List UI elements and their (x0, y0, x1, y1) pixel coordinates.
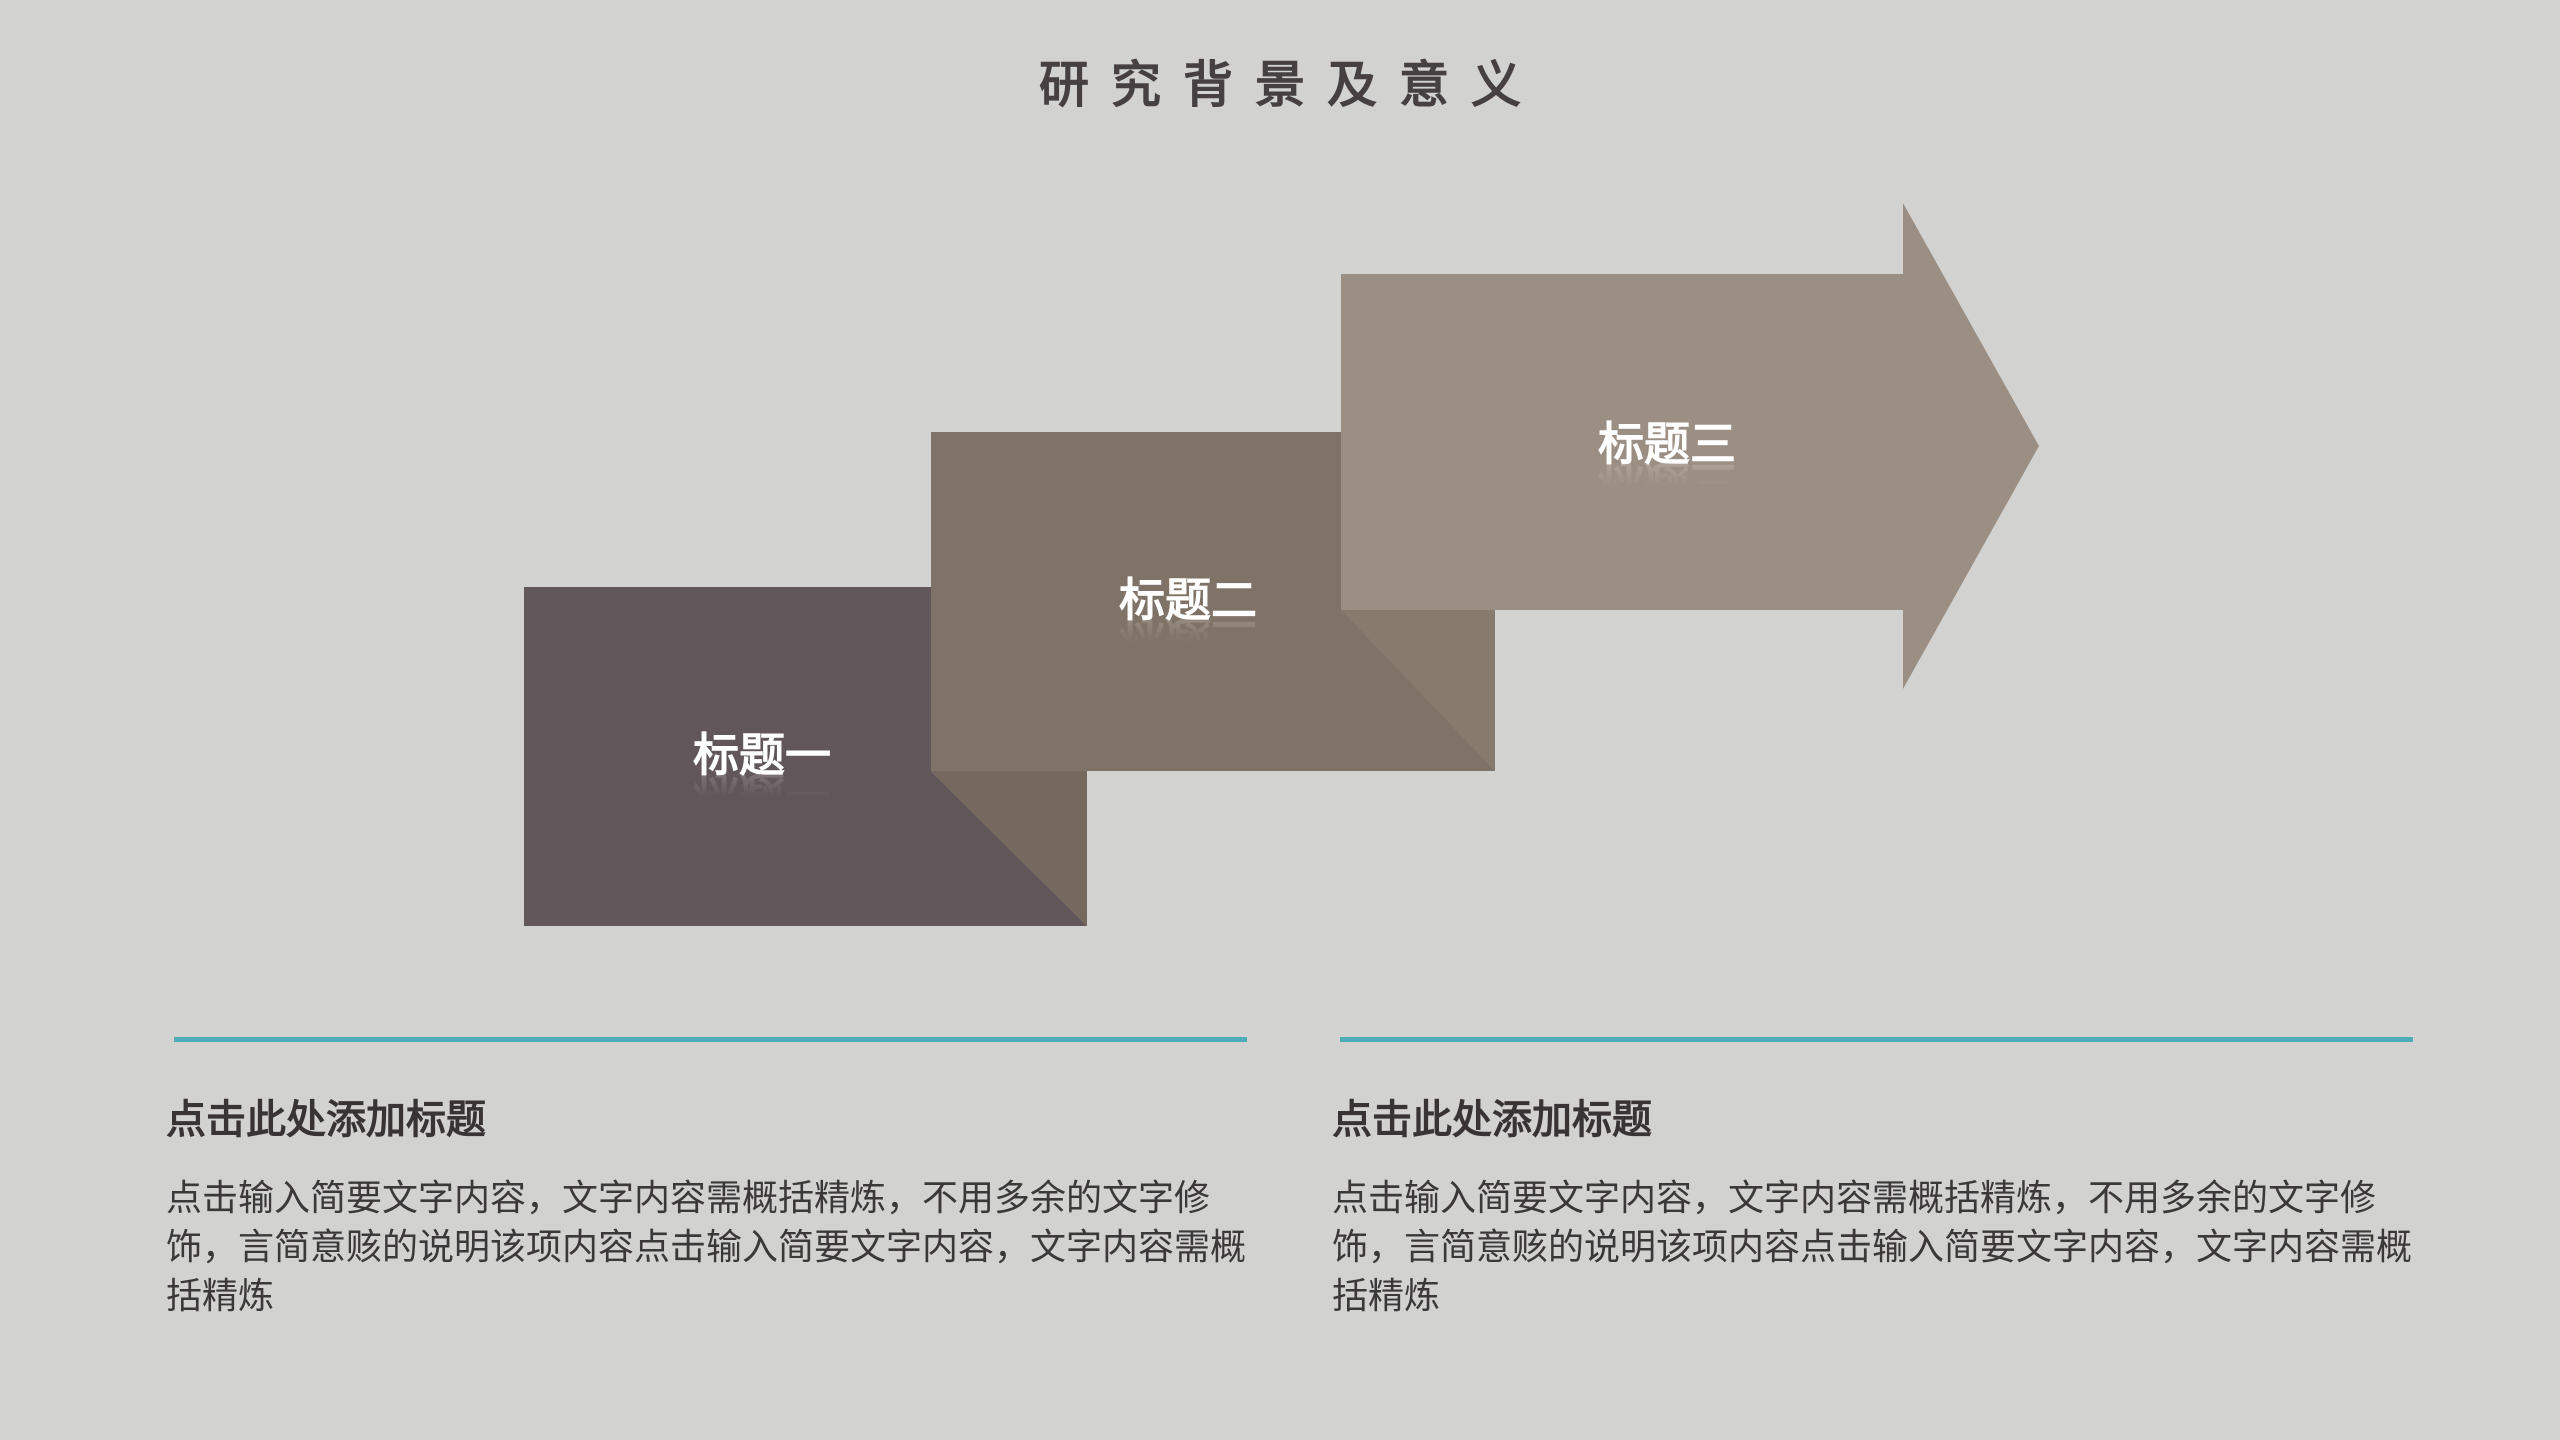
step-label-3[interactable]: 标题三 标题三 (1507, 418, 1827, 508)
step-label-3-reflection: 标题三 (1598, 456, 1736, 508)
accent-divider-left (174, 1037, 1247, 1042)
column-right-heading[interactable]: 点击此处添加标题 (1332, 1098, 1652, 1142)
step-label-1-reflection: 标题一 (693, 767, 831, 819)
step-shape-1[interactable] (524, 587, 1087, 926)
step-shape-3-arrow[interactable] (1341, 203, 2039, 689)
column-left-body[interactable]: 点击输入简要文字内容，文字内容需概括精炼，不用多余的文字修饰，言简意赅的说明该项… (166, 1177, 1247, 1316)
column-left-heading[interactable]: 点击此处添加标题 (166, 1098, 486, 1142)
step-label-1-text: 标题一 (693, 729, 831, 781)
step-fold-2-3 (1341, 610, 1495, 771)
step-label-2-text: 标题二 (1119, 574, 1257, 626)
step-label-2[interactable]: 标题二 标题二 (1028, 574, 1348, 664)
text-column-left: 点击此处添加标题 点击输入简要文字内容，文字内容需概括精炼，不用多余的文字修饰，… (166, 1037, 1268, 1320)
text-column-right: 点击此处添加标题 点击输入简要文字内容，文字内容需概括精炼，不用多余的文字修饰，… (1332, 1037, 2434, 1320)
accent-divider-right (1340, 1037, 2413, 1042)
column-right-body[interactable]: 点击输入简要文字内容，文字内容需概括精炼，不用多余的文字修饰，言简意赅的说明该项… (1332, 1177, 2413, 1316)
step-label-1[interactable]: 标题一 标题一 (602, 729, 922, 819)
step-label-2-reflection: 标题二 (1119, 612, 1257, 664)
slide-title[interactable]: 研究背景及意义 (1039, 57, 1543, 113)
step-label-3-text: 标题三 (1598, 418, 1736, 470)
